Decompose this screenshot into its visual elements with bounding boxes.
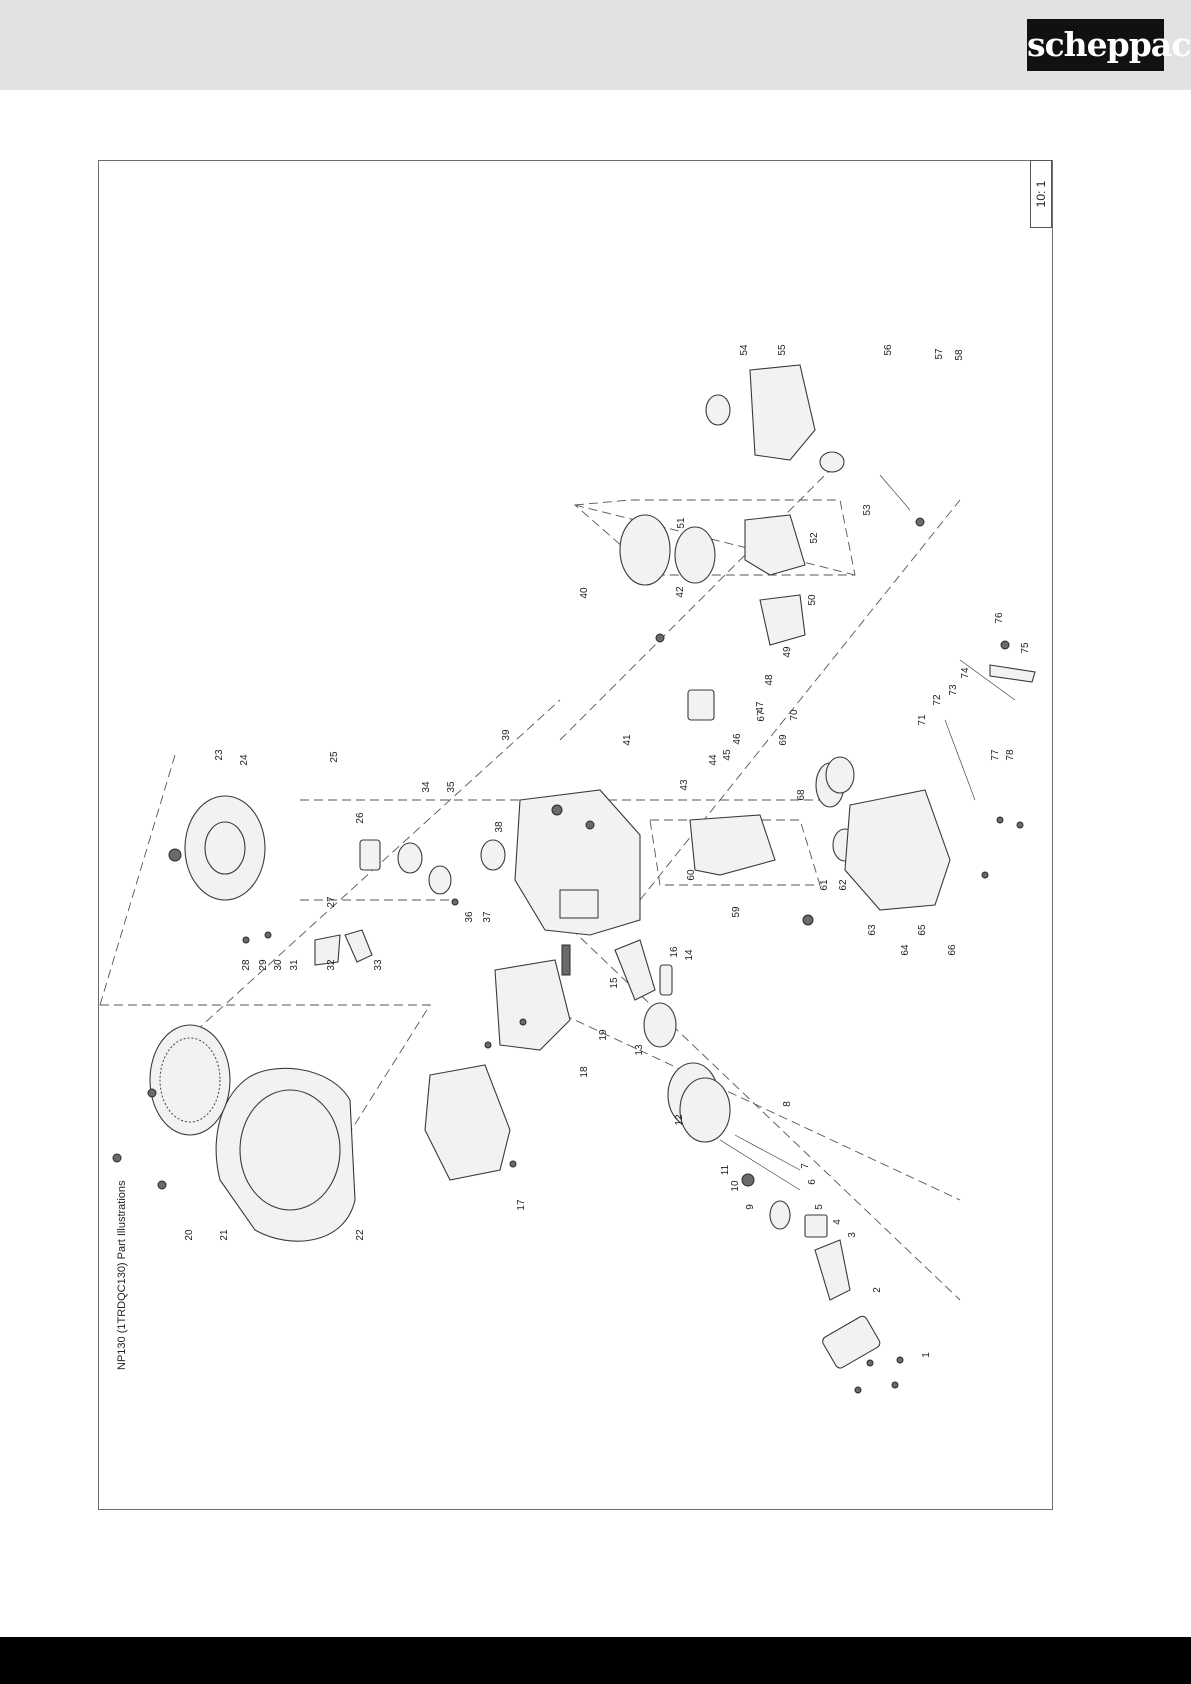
callout-22: 22 [355, 1229, 366, 1241]
callout-26: 26 [355, 812, 366, 824]
valve-train [720, 1135, 882, 1370]
callout-72: 72 [932, 694, 943, 706]
callout-7: 7 [800, 1163, 811, 1169]
callout-67: 67 [756, 710, 767, 722]
callout-30: 30 [273, 959, 284, 971]
callout-73: 73 [948, 684, 959, 696]
callout-17: 17 [516, 1199, 527, 1211]
governor-controls [243, 840, 505, 965]
callout-58: 58 [954, 349, 965, 361]
callout-1: 1 [921, 1352, 932, 1358]
crankcase-block [515, 790, 640, 935]
callout-50: 50 [807, 594, 818, 606]
callout-49: 49 [782, 646, 793, 658]
callout-44: 44 [708, 754, 719, 766]
callout-41: 41 [622, 734, 633, 746]
callout-23: 23 [214, 749, 225, 761]
callout-15: 15 [609, 977, 620, 989]
callout-5: 5 [814, 1204, 825, 1210]
callout-19: 19 [598, 1029, 609, 1041]
callout-10: 10 [730, 1180, 741, 1192]
flywheel-assembly [169, 796, 265, 900]
callout-2: 2 [872, 1287, 883, 1293]
callout-55: 55 [777, 344, 788, 356]
callout-4: 4 [832, 1219, 843, 1225]
callout-11: 11 [720, 1164, 731, 1175]
callout-36: 36 [464, 911, 475, 923]
callout-60: 60 [686, 869, 697, 881]
callout-70: 70 [789, 709, 800, 721]
callout-33: 33 [373, 959, 384, 971]
callout-21: 21 [219, 1229, 230, 1241]
callout-40: 40 [579, 587, 590, 599]
callout-48: 48 [764, 674, 775, 686]
callout-62: 62 [838, 879, 849, 891]
callout-37: 37 [482, 911, 493, 923]
callout-77: 77 [990, 749, 1001, 761]
callout-52: 52 [809, 532, 820, 544]
callout-28: 28 [241, 959, 252, 971]
callout-25: 25 [329, 751, 340, 763]
callout-56: 56 [883, 344, 894, 356]
callout-59: 59 [731, 906, 742, 918]
callout-16: 16 [669, 946, 680, 958]
callout-45: 45 [722, 749, 733, 761]
callout-43: 43 [679, 779, 690, 791]
callout-66: 66 [947, 944, 958, 956]
recoil-starter-assembly [113, 1025, 355, 1241]
callout-32: 32 [326, 959, 337, 971]
callout-13: 13 [634, 1044, 645, 1056]
callout-6: 6 [807, 1179, 818, 1185]
callout-63: 63 [867, 924, 878, 936]
footer-bar [0, 1637, 1191, 1684]
callout-51: 51 [676, 517, 687, 529]
callout-61: 61 [819, 879, 830, 891]
callout-20: 20 [184, 1229, 195, 1241]
callout-74: 74 [960, 667, 971, 679]
callout-65: 65 [917, 924, 928, 936]
fuel-air-assembly [620, 365, 924, 720]
callout-34: 34 [421, 781, 432, 793]
callout-46: 46 [732, 733, 743, 745]
callout-69: 69 [778, 734, 789, 746]
callout-35: 35 [446, 781, 457, 793]
callout-64: 64 [900, 944, 911, 956]
callout-3: 3 [847, 1232, 858, 1238]
callout-68: 68 [796, 789, 807, 801]
callout-9: 9 [745, 1204, 756, 1210]
callout-57: 57 [934, 348, 945, 360]
callout-39: 39 [501, 729, 512, 741]
speed-control-linkage [945, 641, 1035, 800]
callout-8: 8 [782, 1101, 793, 1107]
callout-71: 71 [917, 714, 928, 726]
piston-assembly [562, 940, 730, 1142]
callout-24: 24 [239, 754, 250, 766]
crankshaft-cover-assembly [690, 757, 950, 925]
callout-38: 38 [494, 821, 505, 833]
cylinder-head-assembly [425, 960, 570, 1180]
callout-42: 42 [675, 586, 686, 598]
callout-76: 76 [994, 612, 1005, 624]
callout-29: 29 [258, 959, 269, 971]
callout-14: 14 [684, 949, 695, 961]
callout-78: 78 [1005, 749, 1016, 761]
callout-27: 27 [326, 896, 337, 908]
callout-53: 53 [862, 504, 873, 516]
callout-31: 31 [289, 959, 300, 971]
callout-12: 12 [674, 1114, 685, 1126]
callout-54: 54 [739, 344, 750, 356]
callout-75: 75 [1020, 642, 1031, 654]
callout-18: 18 [579, 1066, 590, 1078]
